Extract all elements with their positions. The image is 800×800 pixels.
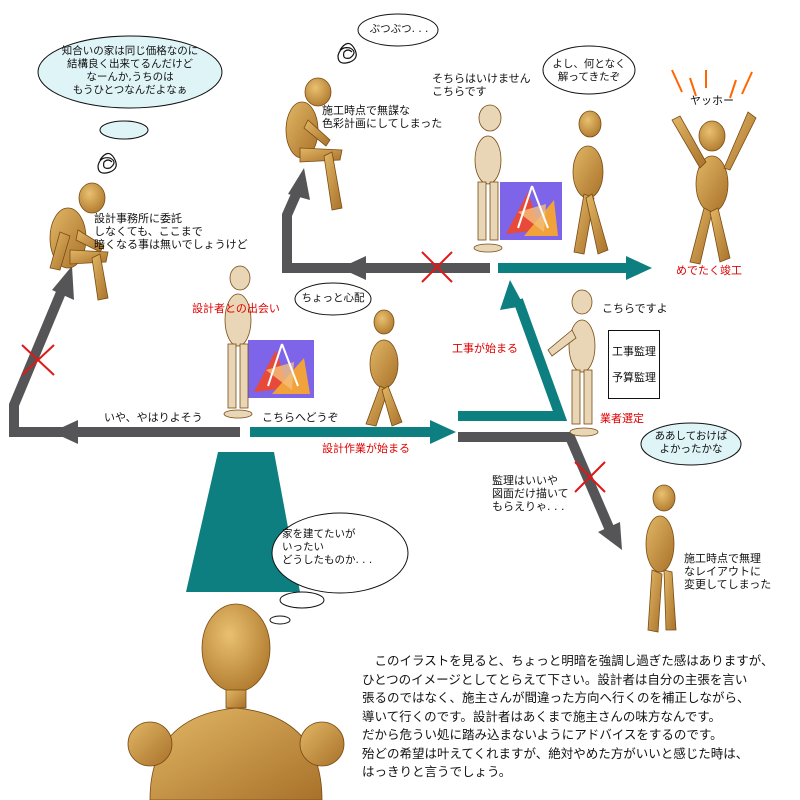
- teal-trapezoid-path: [186, 452, 300, 592]
- mannequin-walking-understood: [572, 110, 609, 255]
- bubble-worry: [294, 282, 372, 316]
- mannequin-designer: [223, 265, 253, 419]
- bubble-text-neighbor: 知合いの家は同じ価格なのに 結構良く出来てるんだけど なーんか,うちのは もうひ…: [61, 45, 199, 96]
- label-yahoo: ヤッホー: [690, 94, 734, 107]
- arrowhead-color-plan-up: [288, 168, 310, 200]
- teal-arrow-construction-starts: [458, 298, 568, 421]
- mannequin-sitting-color: [285, 77, 343, 211]
- cross-color-plan: [421, 251, 453, 283]
- bubble-text-thinking: 家を建てたいが いったい どうしたものか. . .: [282, 528, 373, 566]
- design-board-icons: [248, 182, 562, 398]
- bubble-thinking: [271, 512, 409, 594]
- arrowhead-completion: [626, 256, 652, 280]
- arrowhead-design: [430, 420, 456, 444]
- teal-arrowheads: [430, 256, 652, 444]
- bubble-text-worry: ちょっと心配: [301, 292, 365, 304]
- bubble-text-grumble: ぶつぶつ. . .: [369, 23, 429, 35]
- label-no-thanks: いや、やはりよそう: [104, 411, 203, 424]
- bubble-neighbor-tail: [99, 120, 149, 140]
- design-board-meeting: [248, 340, 314, 398]
- scribble-office: [97, 152, 117, 174]
- mannequin-large: [127, 603, 345, 800]
- mannequin-sitting-office: [49, 182, 109, 301]
- label-supervision-box: 工事監理 予算監理: [608, 330, 660, 399]
- bubble-text-understood: よし、何となく 解ってきたぞ: [552, 58, 626, 83]
- gray-arrow-color-plan: [282, 187, 490, 273]
- arrowhead-construction: [500, 280, 524, 310]
- label-no-supervision: 監理はいいや 図面だけ描いて もらえりゃ. . .: [492, 474, 569, 513]
- bubble-thinking-tail-1: [279, 591, 325, 609]
- label-this-way: こちらですよ: [602, 302, 668, 315]
- label-design-starts: 設計作業が始まる: [322, 442, 410, 455]
- mannequin-guide: [473, 104, 503, 253]
- label-construction-starts: 工事が始まる: [452, 342, 518, 355]
- teal-arrow-paths: [250, 263, 628, 437]
- arrowhead-no-supervision: [598, 522, 622, 550]
- bubble-text-regret: ああしておけば よかったかな: [654, 430, 728, 455]
- gray-arrow-paths: [9, 187, 615, 532]
- mannequin-yahoo: [671, 111, 757, 265]
- label-this-way-please: こちらへどうぞ: [262, 411, 339, 424]
- scribble-color-plan: [337, 42, 357, 64]
- label-office-note: 設計事務所に委託 しなくても、ここまで 暗くなる事は無いでしょうけど: [94, 212, 248, 251]
- label-supervision-2: 予算監理: [612, 371, 656, 384]
- mannequin-walking-worry: [365, 309, 403, 427]
- label-contractor: 業者選定: [600, 412, 644, 425]
- label-supervision-1: 工事監理: [612, 345, 656, 358]
- mannequins: [49, 77, 757, 800]
- bubble-regret: [640, 422, 742, 466]
- bubbles: [37, 13, 742, 625]
- explanation-paragraph: このイラストを見ると、ちょっと明暗を強調し過ぎた感はありますが、 ひとつのイメー…: [362, 653, 774, 779]
- cross-no-supervision: [574, 461, 606, 493]
- scribbles: [97, 42, 753, 174]
- mannequin-contractor-guide: [547, 289, 599, 437]
- bubble-thinking-tail-2: [269, 615, 291, 625]
- gray-arrowheads: [52, 168, 622, 550]
- arrowhead-color-plan-left: [340, 256, 366, 280]
- bubble-grumble: [357, 13, 439, 47]
- design-board-guide: [500, 182, 562, 240]
- label-not-that-way: そちらはいけません こちらです: [432, 72, 531, 98]
- red-crosses: [21, 251, 606, 493]
- bubble-neighbor: [37, 35, 223, 109]
- arrowhead-no-thanks: [52, 420, 78, 444]
- cross-office: [21, 344, 55, 376]
- bubble-understood: [542, 45, 636, 95]
- label-color-plan: 施工時点で無謀な 色彩計画にしてしまった: [322, 104, 443, 130]
- label-layout-change: 施工時点で無理 なレイアウトに 変更してしまった: [684, 552, 772, 591]
- gray-arrow-no-supervision: [458, 432, 615, 532]
- yahoo-rays: [671, 69, 753, 99]
- mannequin-regret: [645, 484, 677, 633]
- arrowhead-office: [52, 266, 74, 300]
- label-completion: めでたく竣工: [676, 264, 742, 277]
- label-meet-designer: 設計者との出会い: [192, 302, 280, 315]
